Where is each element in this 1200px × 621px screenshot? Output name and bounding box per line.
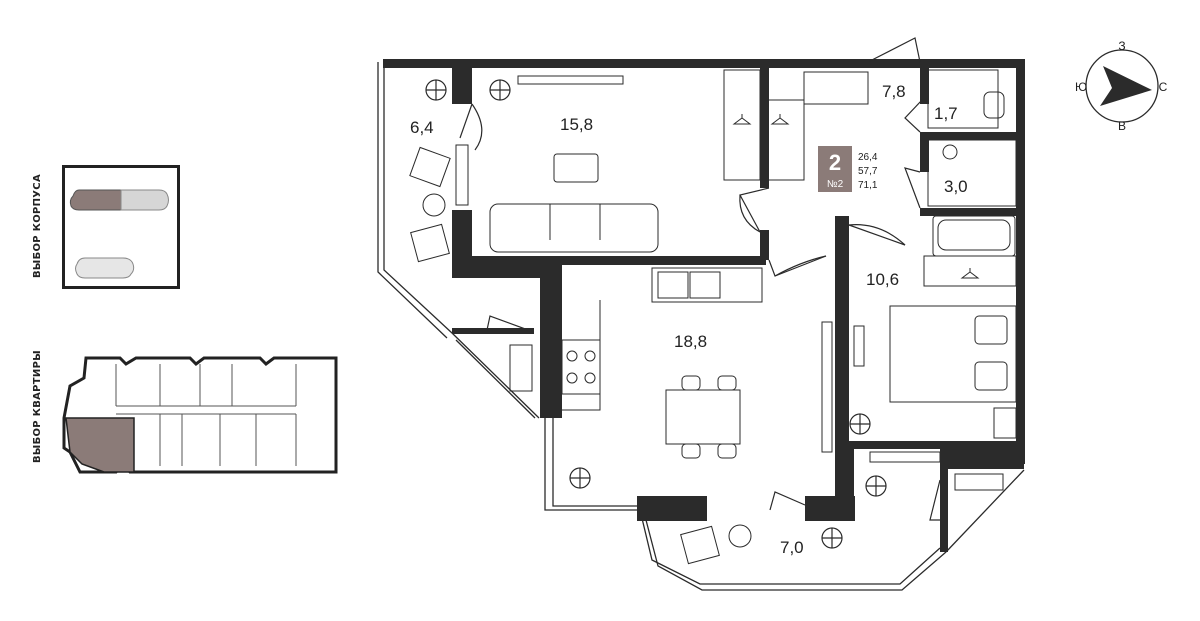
- room-wc[interactable]: 1,7: [934, 104, 958, 123]
- compass: З С В Ю: [1075, 39, 1168, 133]
- room-area-label: 18,8: [674, 332, 707, 351]
- room-bath[interactable]: 3,0: [944, 177, 968, 196]
- room-kitchen[interactable]: 18,8: [674, 332, 707, 351]
- room-balcony-bottom[interactable]: 7,0: [780, 538, 804, 557]
- plant-icon: [821, 527, 843, 549]
- area-total: 71,1: [858, 180, 878, 191]
- building-section-other[interactable]: [75, 257, 135, 279]
- room-living[interactable]: 15,8: [560, 115, 593, 134]
- building-section-adjacent[interactable]: [120, 189, 169, 211]
- room-area-label: 7,8: [882, 82, 906, 101]
- room-balcony-left[interactable]: 6,4: [410, 118, 434, 137]
- compass-arrow-icon: [1100, 66, 1152, 106]
- plant-icon: [849, 413, 871, 435]
- building-section-selected[interactable]: [69, 189, 122, 211]
- area-usable: 57,7: [858, 166, 878, 177]
- rooms-count-badge: [818, 146, 852, 192]
- compass-east: С: [1159, 80, 1168, 94]
- room-area-label: 15,8: [560, 115, 593, 134]
- plant-icon: [569, 467, 591, 489]
- area-living: 26,4: [858, 152, 878, 163]
- compass-west: Ю: [1075, 80, 1087, 94]
- flat-selected[interactable]: [65, 417, 135, 473]
- room-area-label: 1,7: [934, 104, 958, 123]
- apartment-number: №2: [827, 179, 844, 190]
- rooms-count: 2: [829, 150, 841, 175]
- flat-selector: [60, 356, 338, 476]
- plant-icon: [489, 79, 511, 101]
- compass-south: В: [1118, 119, 1126, 133]
- room-area-label: 7,0: [780, 538, 804, 557]
- apartment-info: 2 №2 26,4 57,7 71,1: [818, 146, 878, 192]
- plant-icon: [425, 79, 447, 101]
- building-selector: [62, 165, 180, 289]
- room-area-label: 10,6: [866, 270, 899, 289]
- room-bedroom[interactable]: 10,6: [866, 270, 899, 289]
- walls: [383, 59, 1025, 552]
- compass-north: З: [1118, 39, 1125, 53]
- room-area-label: 3,0: [944, 177, 968, 196]
- room-area-label: 6,4: [410, 118, 434, 137]
- plant-icon: [865, 475, 887, 497]
- room-hall[interactable]: 7,8: [882, 82, 906, 101]
